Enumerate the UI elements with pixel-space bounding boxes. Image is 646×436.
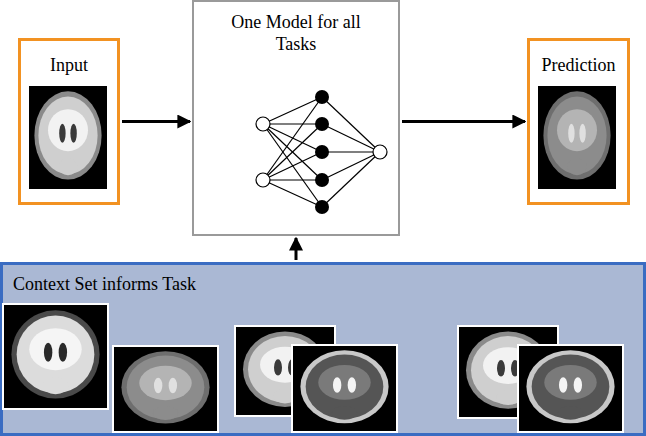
node-label: Prediction [534,55,623,77]
context-band: Context Set informs Task [0,262,646,436]
prediction-box: Prediction [527,38,630,205]
input-box: Input [18,38,120,205]
model-box: One Model for all Tasks [192,0,400,236]
node-label: One Model for all Tasks [226,12,366,55]
arrow-connector [122,120,190,123]
arrow-connector [295,238,298,260]
arrow-connector [402,120,525,123]
node-label: Context Set informs Task [13,274,633,296]
node-label: Input [25,55,113,77]
